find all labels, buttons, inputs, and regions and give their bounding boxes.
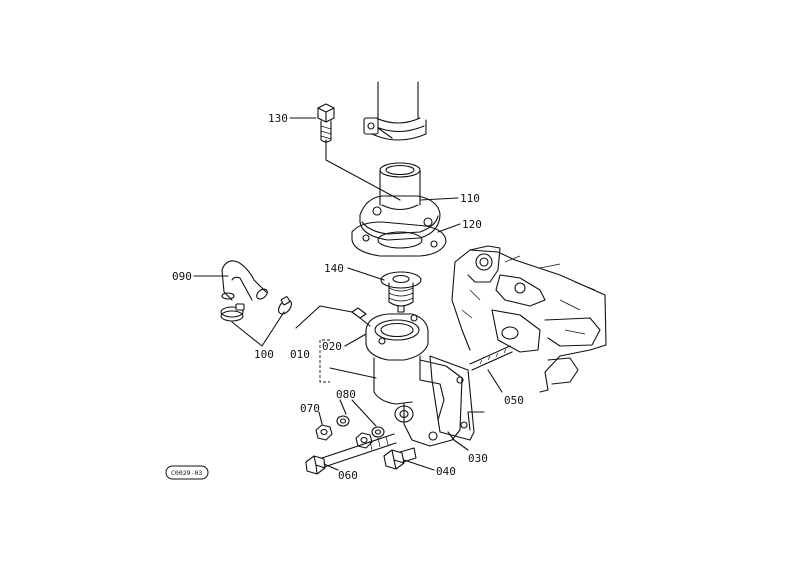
label-110: 110 bbox=[460, 192, 480, 205]
diagram-code-badge: C0029-03 bbox=[165, 465, 209, 480]
label-120: 120 bbox=[462, 218, 482, 231]
bypass-hose-090 bbox=[221, 260, 268, 301]
label-050: 050 bbox=[504, 394, 524, 407]
label-060: 060 bbox=[338, 469, 358, 482]
label-070: 070 bbox=[300, 402, 320, 415]
leader-lines bbox=[193, 117, 503, 471]
diagram-code: C0029-03 bbox=[171, 469, 202, 477]
bolt-130 bbox=[317, 103, 335, 143]
label-140: 140 bbox=[324, 262, 344, 275]
label-040: 040 bbox=[436, 465, 456, 478]
label-080: 080 bbox=[336, 388, 356, 401]
engine-block bbox=[451, 245, 607, 393]
upper-hose bbox=[363, 81, 427, 141]
hose-clamp-left bbox=[220, 303, 245, 322]
thermostat-housing-020 bbox=[351, 307, 463, 447]
label-100: 100 bbox=[254, 348, 274, 361]
thermostat-140 bbox=[380, 271, 422, 313]
label-130: 130 bbox=[268, 112, 288, 125]
gasket-120 bbox=[351, 221, 447, 257]
washer-080 bbox=[336, 415, 385, 438]
gasket-030 bbox=[429, 355, 475, 441]
stud-050 bbox=[469, 345, 513, 371]
plug-040 bbox=[383, 447, 417, 470]
water-flange-110 bbox=[359, 162, 441, 241]
nut-070 bbox=[315, 424, 373, 449]
label-010: 010 bbox=[290, 348, 310, 361]
label-030: 030 bbox=[468, 452, 488, 465]
hose-clamp-right bbox=[278, 296, 292, 315]
bolt-060 bbox=[305, 433, 397, 475]
label-090: 090 bbox=[172, 270, 192, 283]
label-020: 020 bbox=[322, 340, 342, 353]
